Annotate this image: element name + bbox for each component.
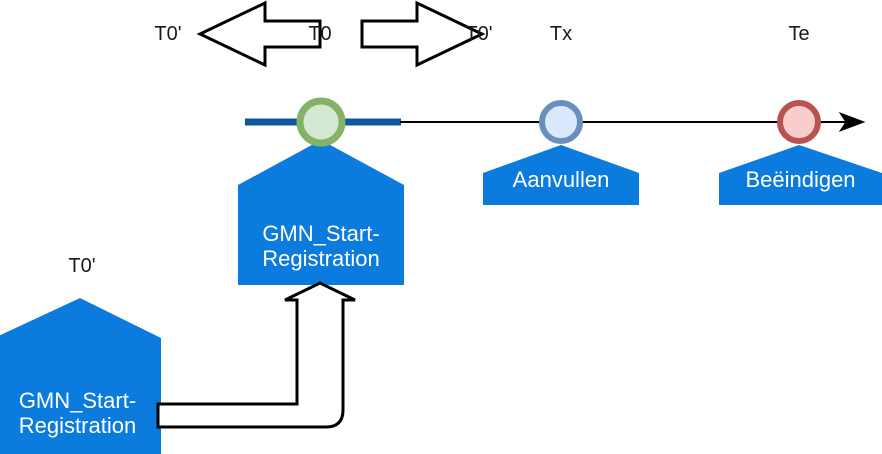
pentagon-gmn-start-registration-t0-prime[interactable] xyxy=(0,298,161,454)
event-circle-t0[interactable] xyxy=(296,97,346,147)
pentagon-aanvullen[interactable] xyxy=(483,145,639,205)
tick-label-tx: Tx xyxy=(549,23,573,45)
event-circle-tx[interactable] xyxy=(539,100,583,144)
pentagon-gmn-start-registration-t0[interactable] xyxy=(238,140,404,285)
event-circle-te[interactable] xyxy=(777,100,821,144)
pentagon-beeindigen[interactable] xyxy=(719,145,882,205)
tick-label-t0-prime-bottom: T0' xyxy=(68,255,96,277)
block-arrow-right-icon xyxy=(360,0,486,68)
block-arrow-left-icon xyxy=(196,0,322,68)
tick-label-te: Te xyxy=(788,23,810,45)
timeline-arrowhead-icon xyxy=(838,111,866,133)
connector-t0prime-to-t0-arrow xyxy=(156,281,356,429)
tick-label-t0-prime-right: T0' xyxy=(465,23,493,45)
tick-label-t0-prime-left: T0' xyxy=(154,23,182,45)
tick-label-t0: T0 xyxy=(308,23,332,45)
